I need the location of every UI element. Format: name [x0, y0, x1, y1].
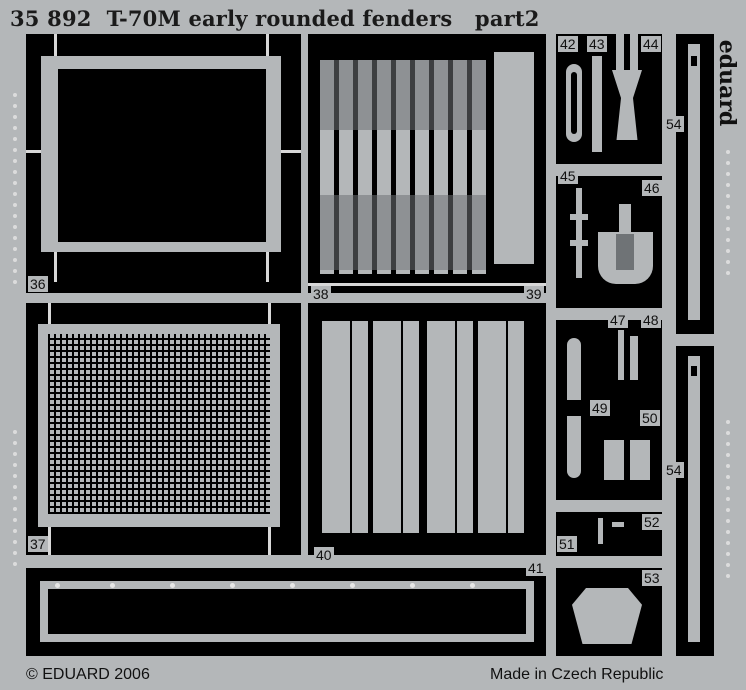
part-41-rivet [410, 583, 415, 588]
left-edge-dots-upper [13, 93, 17, 291]
part-40-plate [322, 321, 368, 533]
part-number-54-upper: 54 [664, 116, 684, 132]
part-number-47: 47 [608, 312, 628, 328]
part-number-39: 39 [524, 286, 544, 302]
part-44-strap [630, 34, 638, 74]
part-41-rivet [230, 583, 235, 588]
part-number-48: 48 [641, 312, 661, 328]
part-46-shovel-etch [616, 234, 634, 270]
part-41-rivet [350, 583, 355, 588]
part-number-41: 41 [526, 560, 546, 576]
right-edge-dots-lower [726, 420, 730, 585]
part-40-fold-line [401, 321, 403, 533]
part-36-attach [266, 252, 269, 282]
part-41-rivet [170, 583, 175, 588]
part-40-fold-line [350, 321, 352, 533]
part-46-shovel-handle [619, 204, 631, 236]
part-44-strap [616, 34, 624, 74]
part-number-50: 50 [640, 410, 660, 426]
part-number-52: 52 [642, 514, 662, 530]
part-number-46: 46 [642, 180, 662, 196]
made-in-text: Made in Czech Republic [490, 666, 664, 683]
part-number-49: 49 [590, 400, 610, 416]
part-40-fold-line [506, 321, 508, 533]
part-number-53: 53 [642, 570, 662, 586]
part-36-attach [266, 34, 269, 56]
part-41-rivet [110, 583, 115, 588]
part-54-slot [691, 56, 697, 66]
part-number-54-lower: 54 [664, 462, 684, 478]
part-37-attach [268, 303, 271, 324]
part-36-attach [26, 150, 41, 153]
part-42-handle-inner [571, 72, 577, 134]
part-number-38: 38 [311, 286, 331, 302]
part-number-36: 36 [28, 276, 48, 292]
part-45-clip [570, 214, 588, 220]
part-36-attach [281, 150, 301, 153]
part-45-rod [576, 188, 582, 278]
part-50-clamp [630, 440, 650, 480]
part-40-plate [427, 321, 473, 533]
part-54-rod-upper [688, 44, 700, 320]
part-37-attach [48, 527, 51, 555]
part-54-slot [691, 366, 697, 376]
part-number-44: 44 [641, 36, 661, 52]
part-51-pin [598, 518, 603, 544]
part-36-attach [54, 34, 57, 56]
part-53-bracket [572, 588, 642, 644]
part-49-gap [567, 400, 581, 416]
part-38-lower-etch [320, 195, 486, 270]
part-38-attach-bar [308, 283, 546, 286]
part-40-fold-line [455, 321, 457, 533]
part-41-window [48, 589, 526, 634]
part-37-attach [268, 527, 271, 555]
fret-title: 35 892 T-70M early rounded fenders part2 [10, 6, 540, 31]
part-37-mesh [48, 334, 270, 514]
part-41-rivet [290, 583, 295, 588]
part-number-45: 45 [558, 168, 578, 184]
part-38-upper-etch [320, 60, 486, 130]
part-number-51: 51 [557, 536, 577, 552]
part-40-plate [478, 321, 524, 533]
right-edge-dots-upper [726, 150, 730, 282]
part-47-pin [618, 330, 624, 380]
part-41-rivet [470, 583, 475, 588]
part-number-43: 43 [587, 36, 607, 52]
part-45-clip [570, 240, 588, 246]
copyright-text: © EDUARD 2006 [26, 666, 150, 683]
part-40-plate [373, 321, 419, 533]
part-36-attach [54, 252, 57, 282]
brand-name: eduard [714, 39, 740, 127]
part-36-window [58, 69, 266, 242]
part-37-attach [48, 303, 51, 324]
part-50-clamp [604, 440, 624, 480]
part-54-rod-lower [688, 356, 700, 642]
part-number-42: 42 [558, 36, 578, 52]
part-52-plate [612, 522, 624, 527]
part-number-40: 40 [314, 547, 334, 563]
part-41-rivet [55, 583, 60, 588]
part-39-plate [494, 52, 534, 264]
part-48-pin [630, 336, 638, 380]
brand-logo: eduard [713, 28, 741, 138]
left-edge-dots-lower [13, 430, 17, 573]
part-43-bar [592, 56, 602, 152]
part-number-37: 37 [28, 536, 48, 552]
